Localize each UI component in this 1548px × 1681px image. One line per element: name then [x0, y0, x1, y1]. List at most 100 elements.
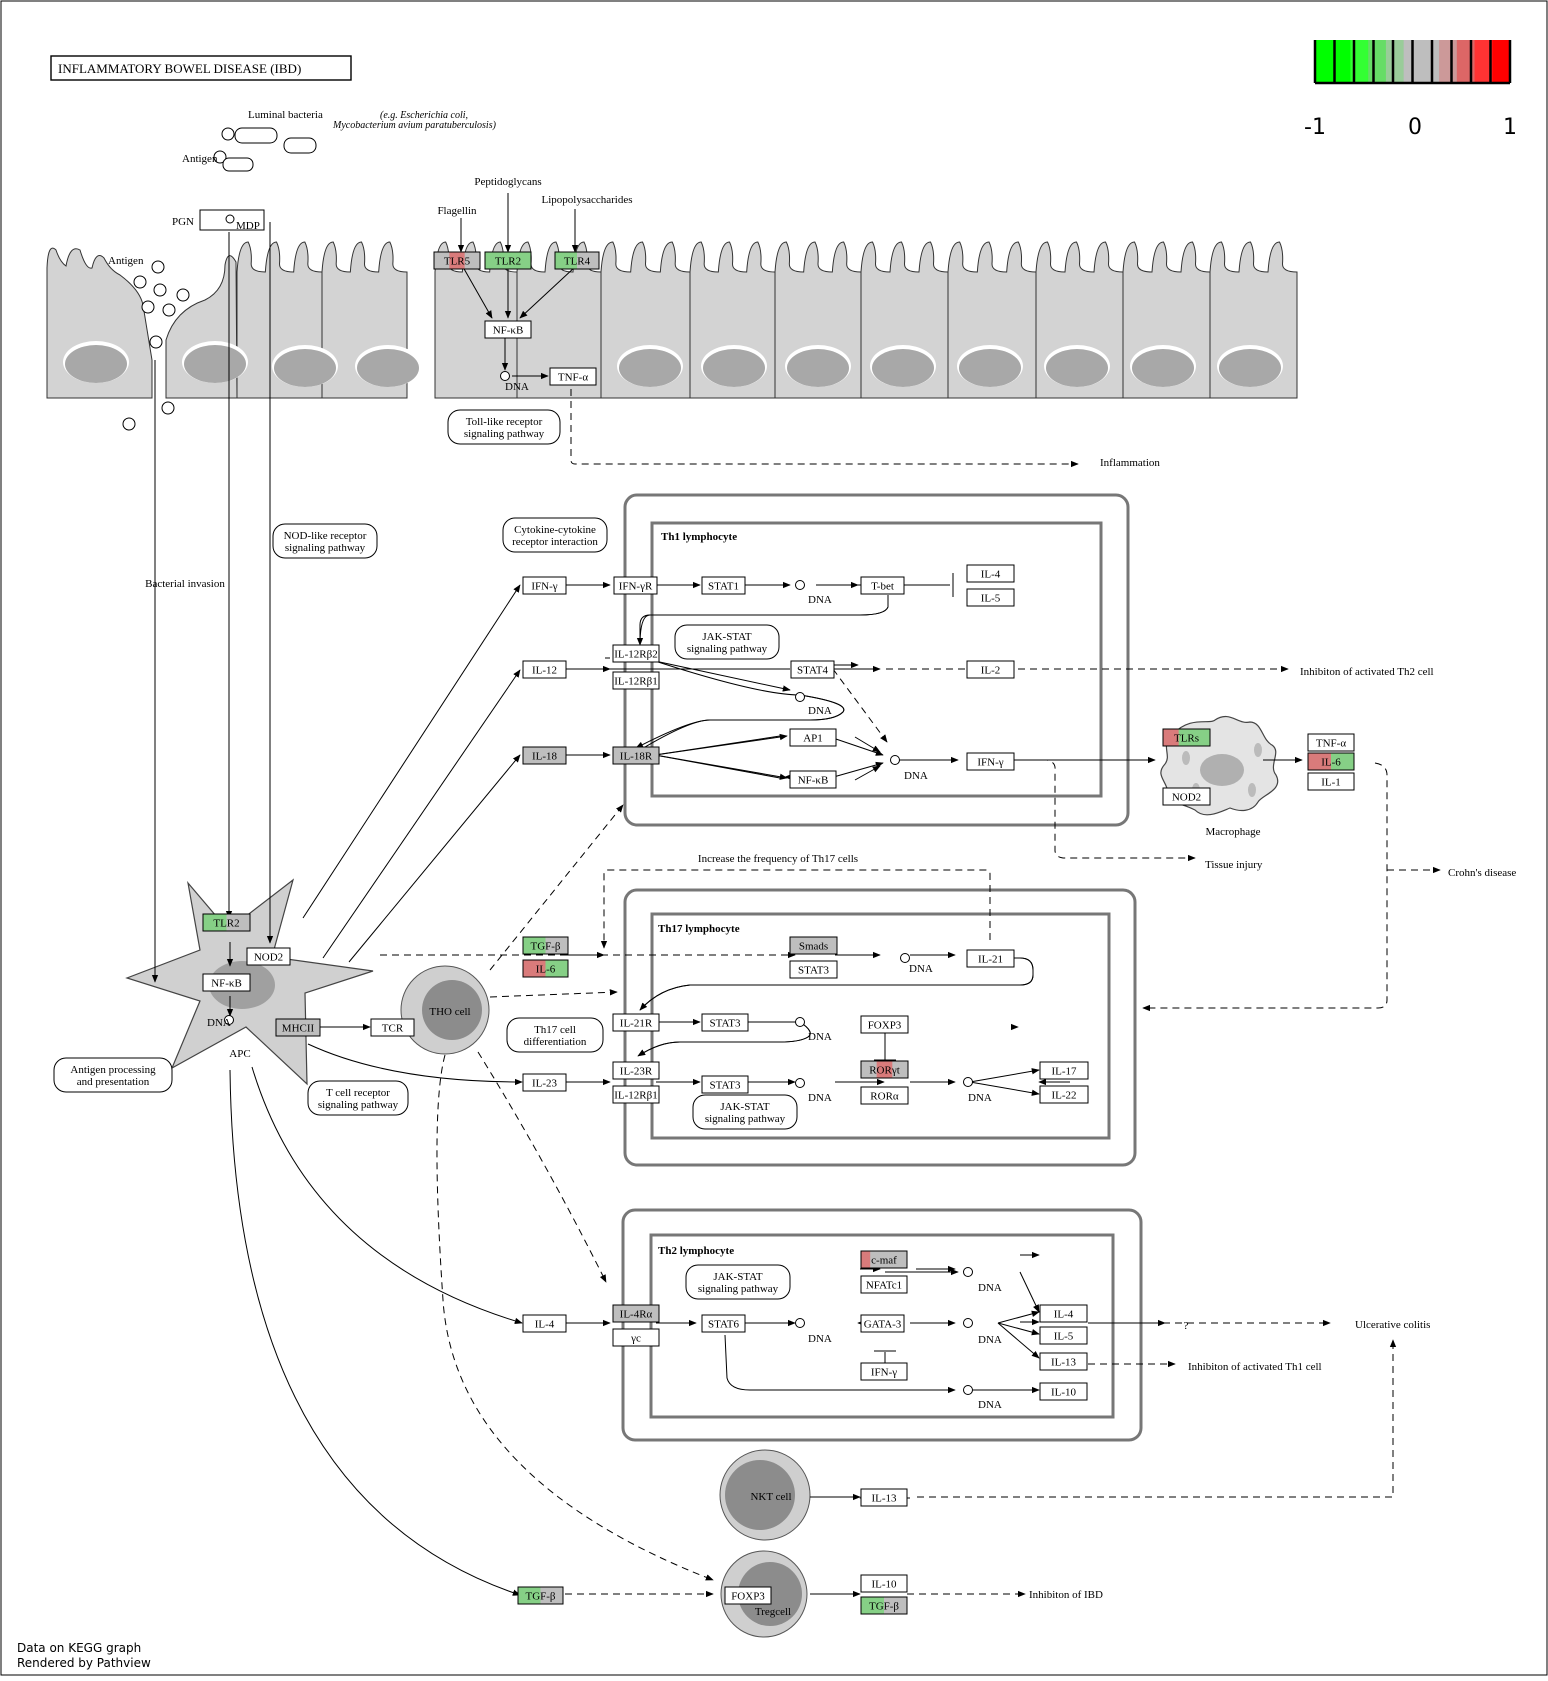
gene-tgf-[interactable]: TGF-β — [860, 1596, 908, 1615]
color-legend — [1313, 40, 1512, 85]
gene-il-5[interactable]: IL-5 — [966, 588, 1015, 607]
gene-stat3[interactable]: STAT3 — [789, 960, 838, 979]
gene-nod2[interactable]: NOD2 — [246, 947, 291, 966]
gene-tnf-[interactable]: TNF-α — [549, 367, 597, 386]
gene-il-1[interactable]: IL-1 — [1307, 772, 1355, 791]
gene-nf-b[interactable]: NF-κB — [202, 973, 251, 992]
gene-il-12r-1[interactable]: IL-12Rβ1 — [612, 671, 660, 690]
gene-tlr2[interactable]: TLR2 — [484, 251, 532, 270]
dna-label: DNA — [909, 963, 933, 975]
gene-il-4[interactable]: IL-4 — [522, 1314, 567, 1333]
gene-label: AP1 — [803, 733, 823, 745]
cytokine-receptor-pathway-line2: receptor interaction — [512, 536, 598, 548]
gene-smads[interactable]: Smads — [789, 936, 838, 955]
gene-il-4[interactable]: IL-4 — [1039, 1304, 1088, 1323]
bacteria-shapes — [213, 127, 317, 172]
gene-ror-t[interactable]: RORγt — [860, 1060, 909, 1079]
gene-il-18r[interactable]: IL-18R — [612, 746, 660, 765]
gene-il-18[interactable]: IL-18 — [522, 746, 567, 765]
gene-il-23[interactable]: IL-23 — [522, 1073, 567, 1092]
gene-nfatc1[interactable]: NFATc1 — [860, 1275, 908, 1294]
legend-swatch — [1439, 40, 1458, 83]
legend-swatch — [1385, 40, 1405, 83]
gene-il-12r-2[interactable]: IL-12Rβ2 — [612, 644, 660, 663]
gene-tlrs[interactable]: TLRs — [1162, 728, 1211, 747]
gene-il-13[interactable]: IL-13 — [860, 1488, 908, 1507]
gene-il-21[interactable]: IL-21 — [966, 949, 1015, 968]
gene-tlr5[interactable]: TLR5 — [433, 251, 481, 270]
gene-stat6[interactable]: STAT6 — [701, 1314, 746, 1333]
gene-label: Smads — [799, 941, 828, 953]
gene-foxp3[interactable]: FOXP3 — [724, 1586, 772, 1605]
gene-ifn-[interactable]: IFN-γ — [966, 752, 1015, 771]
gene-il-4[interactable]: IL-4 — [966, 564, 1015, 583]
gene-nod2[interactable]: NOD2 — [1162, 787, 1211, 806]
th2-label: Th2 lymphocyte — [658, 1245, 734, 1257]
dna-marker — [963, 1077, 973, 1087]
gene-tgf-[interactable]: TGF-β — [522, 936, 569, 955]
toll-like-receptor-pathway-line2: signaling pathway — [464, 428, 545, 440]
gene-ifn-[interactable]: IFN-γ — [860, 1362, 908, 1381]
gene-stat1[interactable]: STAT1 — [701, 576, 746, 595]
dna-label: DNA — [968, 1092, 992, 1104]
gene-ap1[interactable]: AP1 — [789, 728, 837, 747]
gene-il-12r-1[interactable]: IL-12Rβ1 — [612, 1085, 660, 1104]
gene-label: IL-10 — [1051, 1387, 1077, 1399]
gene-nf-b[interactable]: NF-κB — [484, 320, 532, 339]
gene-foxp3[interactable]: FOXP3 — [860, 1015, 909, 1034]
dna-marker — [795, 1017, 805, 1027]
jak-stat-pathway-th17-line2: signaling pathway — [705, 1113, 786, 1125]
gene-il-17[interactable]: IL-17 — [1039, 1061, 1089, 1080]
gene-t-bet[interactable]: T-bet — [860, 576, 905, 595]
gene-il-4r-[interactable]: IL-4Rα — [612, 1304, 660, 1323]
gene-il-12[interactable]: IL-12 — [522, 660, 567, 679]
gene-tgf-[interactable]: TGF-β — [517, 1586, 564, 1605]
gene--c[interactable]: γc — [612, 1328, 660, 1347]
gene-il-21r[interactable]: IL-21R — [612, 1013, 660, 1032]
gene-ifn-[interactable]: IFN-γ — [522, 576, 567, 595]
gene-il-6[interactable]: IL-6 — [1307, 752, 1355, 771]
jak-stat-pathway-th17-line1: JAK-STAT — [720, 1101, 770, 1113]
gene-il-10[interactable]: IL-10 — [860, 1574, 908, 1593]
gene-gata-3[interactable]: GATA-3 — [860, 1314, 905, 1333]
gene-label: STAT3 — [710, 1080, 741, 1092]
gene-c-maf[interactable]: c-maf — [860, 1250, 908, 1269]
gene-tlr2[interactable]: TLR2 — [202, 913, 251, 932]
gene-il-13[interactable]: IL-13 — [1039, 1352, 1088, 1371]
gene-ifn-r[interactable]: IFN-γR — [613, 576, 658, 595]
gene-tlr4[interactable]: TLR4 — [554, 251, 600, 270]
treg-label: Tregcell — [755, 1606, 791, 1618]
gene-stat3[interactable]: STAT3 — [701, 1013, 749, 1032]
gene-il-6[interactable]: IL-6 — [522, 959, 569, 978]
gene-il-22[interactable]: IL-22 — [1039, 1085, 1089, 1104]
gene-label: IL-21 — [978, 954, 1003, 966]
gene-tcr[interactable]: TCR — [370, 1018, 415, 1037]
dna-label: DNA — [904, 770, 928, 782]
gene-ror-[interactable]: RORα — [860, 1086, 909, 1105]
gene-stat3[interactable]: STAT3 — [701, 1075, 749, 1094]
gene-nf-b[interactable]: NF-κB — [789, 770, 837, 789]
gene-label: TGF-β — [530, 941, 560, 953]
gene-mhcii[interactable]: MHCII — [275, 1018, 321, 1037]
gene-il-23r[interactable]: IL-23R — [612, 1061, 660, 1080]
gene-tnf-[interactable]: TNF-α — [1307, 733, 1355, 752]
mdp-label: MDP — [236, 220, 260, 232]
gene-stat4[interactable]: STAT4 — [790, 660, 835, 679]
gene-il-5[interactable]: IL-5 — [1039, 1326, 1088, 1345]
gene-il-10[interactable]: IL-10 — [1039, 1382, 1088, 1401]
gene-label: MHCII — [282, 1023, 315, 1035]
gene-label: STAT6 — [708, 1319, 739, 1331]
gene-il-2[interactable]: IL-2 — [966, 660, 1015, 679]
ulcerative-colitis-label: Ulcerative colitis — [1355, 1319, 1430, 1331]
gene-label: c-maf — [871, 1255, 897, 1267]
dna-label: DNA — [978, 1282, 1002, 1294]
